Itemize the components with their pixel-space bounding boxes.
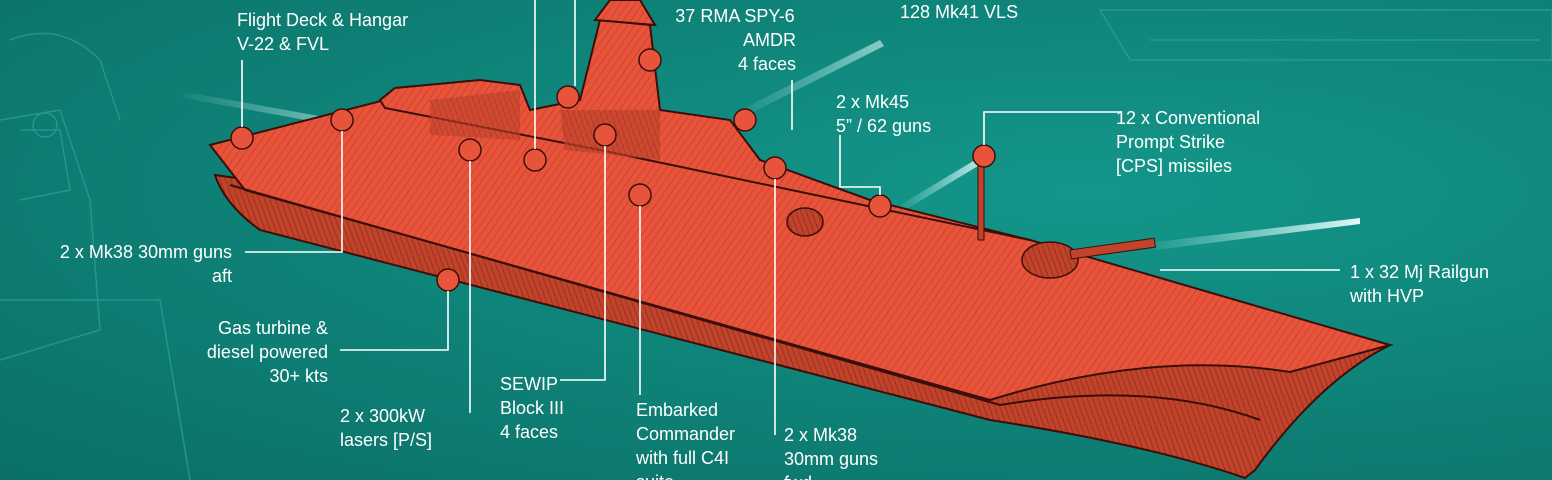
callout-vls: 128 Mk41 VLS bbox=[900, 2, 1019, 22]
ship-hull bbox=[208, 0, 1394, 480]
blueprint-background bbox=[0, 9, 1552, 480]
leader-lines bbox=[241, 0, 1340, 435]
weapon-effects bbox=[183, 40, 1360, 250]
